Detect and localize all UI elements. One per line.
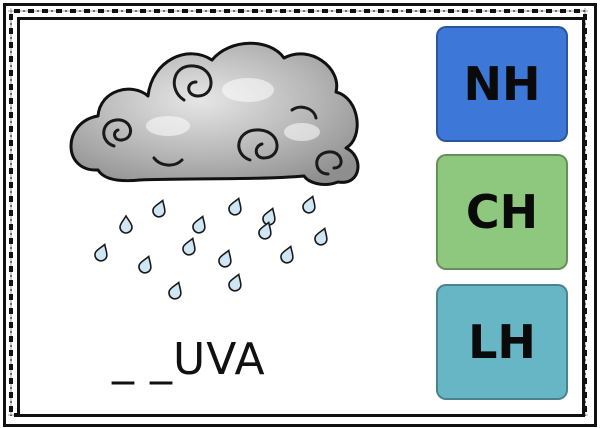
missing-letters-word: _ _UVA	[112, 334, 266, 385]
rain-cloud-icon	[69, 41, 360, 300]
option-label: LH	[468, 315, 536, 369]
option-button-1[interactable]: NH	[436, 26, 568, 142]
cloud-body	[69, 41, 360, 186]
option-label: CH	[465, 185, 539, 239]
raindrops	[94, 195, 328, 300]
option-button-2[interactable]: CH	[436, 154, 568, 270]
option-button-3[interactable]: LH	[436, 284, 568, 400]
option-label: NH	[463, 57, 541, 111]
outer-frame-border	[3, 3, 597, 427]
